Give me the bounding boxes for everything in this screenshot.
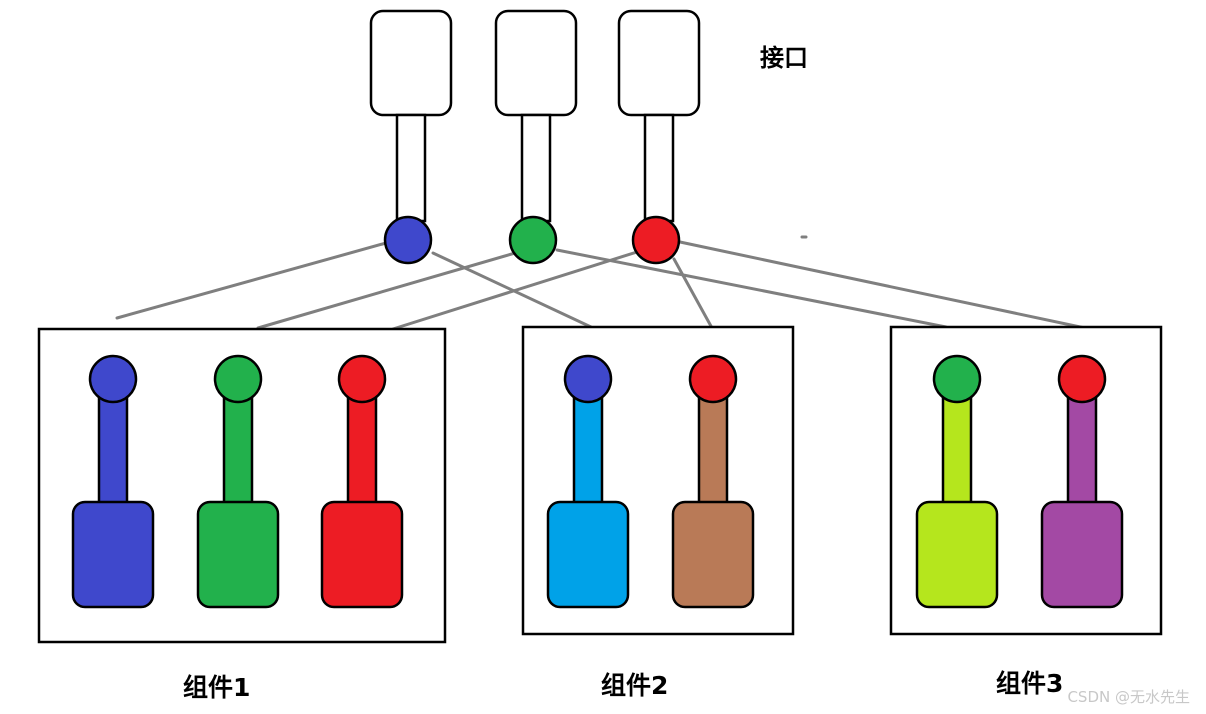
connector-line-5 [391,249,642,331]
interface-green-stem [520,113,552,223]
component-2-plug-1-stem [572,390,604,509]
component-2-plug-2-ball [688,354,738,404]
component-3-plug-1-body [915,500,999,609]
connector-line-4 [555,248,948,329]
component-2-plug-2-body [671,500,755,609]
connector-line-1 [115,241,388,320]
component-label-2: 组件2 [601,671,669,700]
interface-red-head [617,9,701,117]
component-2-plug-1-ball [563,354,613,404]
interface-label: 接口 [760,44,808,72]
component-1-plug-1-body [71,500,155,609]
interface-red-stem [643,113,675,223]
component-3-plug-2-body [1040,500,1124,609]
connector-line-6 [672,257,714,330]
component-label-1: 组件1 [183,673,251,702]
component-1-plug-1-stem [97,390,129,509]
watermark: CSDN @无水先生 [1067,688,1190,706]
component-2-plug-2-stem [697,390,729,509]
component-3-plug-1-ball [932,354,982,404]
component-3-plug-2-stem [1066,390,1098,509]
component-1-plug-1-ball [88,354,138,404]
component-1-plug-2-body [196,500,280,609]
component-label-3: 组件3 [996,669,1064,698]
interface-red-ball [631,215,681,265]
component-1-plug-2-stem [222,390,254,509]
component-3-plug-1-stem [941,390,973,509]
component-1-plug-3-stem [346,390,378,509]
connector-line-7 [678,240,1087,330]
component-1-plug-2-ball [213,354,263,404]
interface-blue-ball [383,215,433,265]
interface-blue-head [369,9,453,117]
component-2-plug-1-body [546,500,630,609]
interface-blue-stem [395,113,427,223]
connector-line-3 [256,251,517,330]
component-1-plug-3-body [320,500,404,609]
component-1-plug-3-ball [337,354,387,404]
component-3-plug-2-ball [1057,354,1107,404]
interface-green-ball [508,215,558,265]
interface-green-head [494,9,578,117]
